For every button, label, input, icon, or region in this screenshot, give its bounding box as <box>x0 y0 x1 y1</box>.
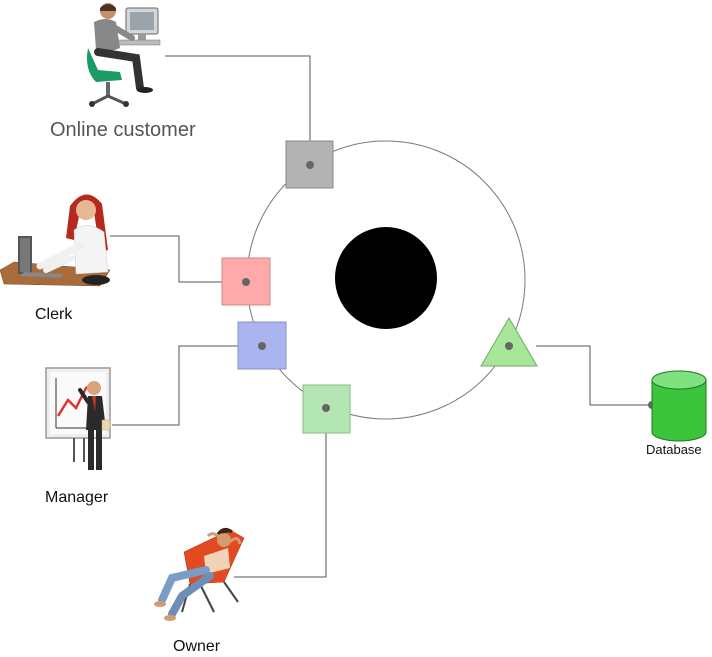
person-in-lounge-chair-icon <box>154 527 245 621</box>
connector-owner <box>234 408 327 578</box>
label-online-customer: Online customer <box>50 119 196 141</box>
label-manager: Manager <box>45 489 109 506</box>
label-database: Database <box>646 442 702 457</box>
system-core <box>335 227 437 329</box>
connector-database <box>536 345 652 406</box>
port-dots <box>242 161 656 412</box>
connector-manager <box>112 345 262 426</box>
connector-clerk <box>110 235 246 283</box>
clerk-at-laptop-icon <box>0 194 111 287</box>
port-dot-clerk <box>242 278 250 286</box>
database-cylinder-icon <box>651 370 707 442</box>
port-dot-online-customer <box>306 161 314 169</box>
connector-online-customer <box>165 55 311 165</box>
person-at-computer-icon <box>87 3 161 107</box>
connector-lines <box>110 55 652 578</box>
presenter-at-whiteboard-icon <box>45 367 111 470</box>
port-dot-database-triangle <box>505 342 513 350</box>
port-dot-manager <box>258 342 266 350</box>
label-clerk: Clerk <box>35 306 73 323</box>
label-owner: Owner <box>173 638 221 655</box>
port-dot-owner <box>322 404 330 412</box>
